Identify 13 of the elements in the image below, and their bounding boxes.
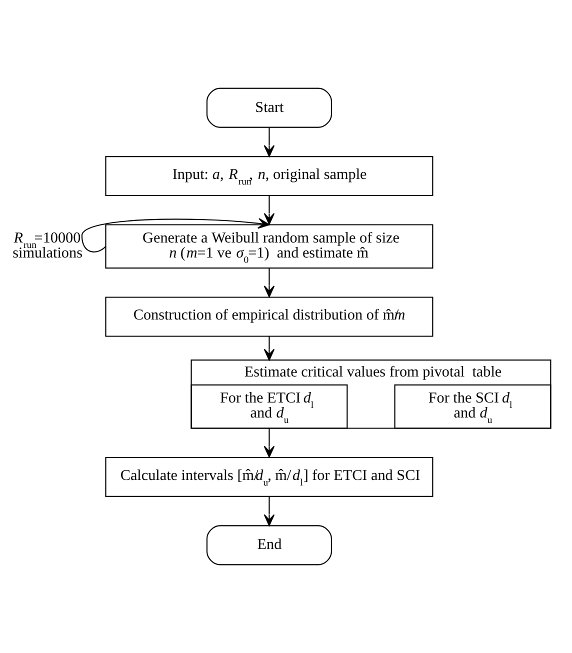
node-box: For the SCI d$_{l}$ and d$_{u}$	[394, 384, 552, 429]
arrow	[264, 128, 275, 157]
node-box: For the ETCI d$_{l}$ and d$_{u}$	[190, 384, 348, 429]
node-box: End	[206, 525, 332, 566]
arrow	[81, 218, 270, 252]
arrow	[264, 196, 275, 225]
edge-label: R$_{run}$=10000 simulations	[12, 229, 82, 262]
node-box: Start	[206, 88, 332, 128]
arrow	[264, 268, 275, 298]
arrow	[264, 428, 275, 458]
node-box: Generate a Weibull random sample of size n (m=1 ve σ$_{0}$=1) and estimate m̂	[105, 224, 434, 269]
arrow	[264, 336, 275, 361]
arrow	[264, 496, 275, 526]
